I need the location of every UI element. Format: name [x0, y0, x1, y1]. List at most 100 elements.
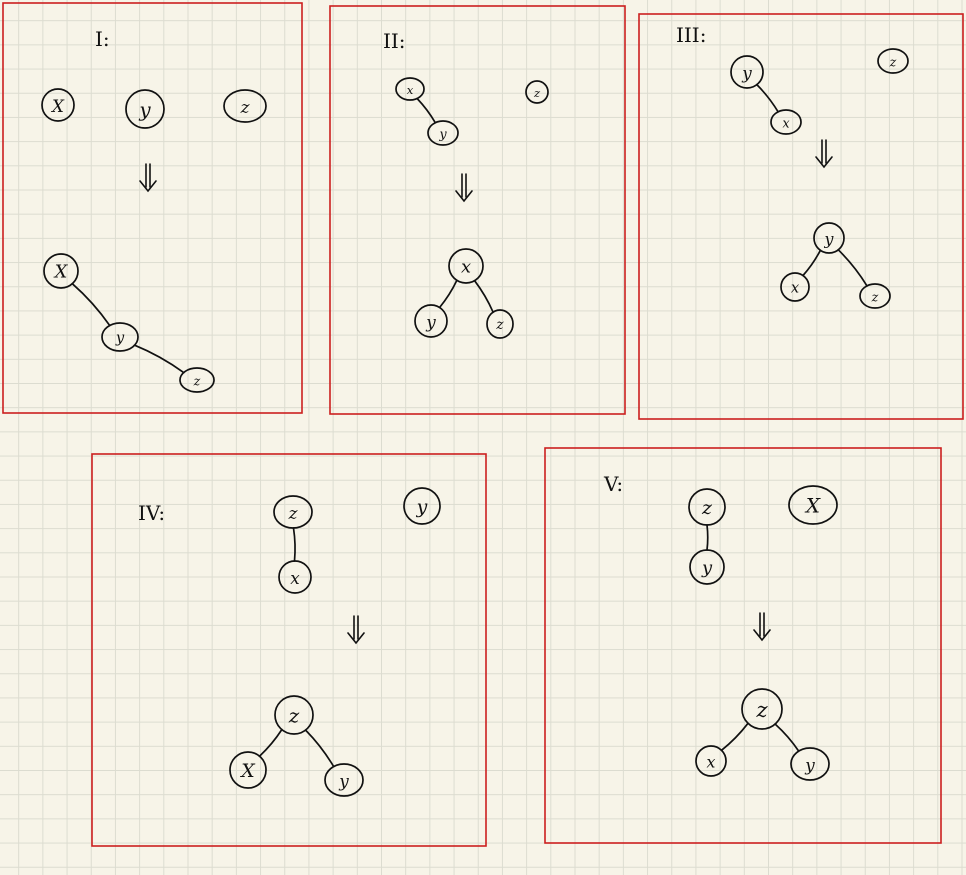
panel-title: III: — [676, 23, 706, 47]
node-z: z — [859, 283, 891, 309]
node-z: z — [688, 488, 726, 526]
node-z: z — [273, 495, 313, 529]
node-z-label: z — [755, 698, 768, 722]
node-y-label: y — [741, 63, 752, 83]
node-y-circle — [414, 304, 448, 338]
node-x: x — [278, 560, 312, 594]
node-x-circle — [43, 253, 79, 289]
node-x-label: x — [461, 257, 471, 278]
node-y: y — [813, 222, 845, 254]
node-z-circle — [741, 688, 783, 730]
node-x: X — [41, 88, 75, 122]
node-z-label: z — [701, 497, 713, 519]
node-x-circle — [395, 77, 425, 101]
node-x-circle — [278, 560, 312, 594]
down-arrow-icon — [815, 139, 833, 169]
node-y-label: y — [824, 230, 835, 249]
node-y-circle — [101, 322, 139, 352]
down-arrow-icon — [753, 612, 771, 642]
after-tree: y x z — [780, 222, 891, 309]
node-z-label: z — [533, 86, 541, 100]
after-tree: x y z — [414, 248, 514, 339]
edge-x-y — [438, 279, 458, 309]
edge-y-x — [802, 249, 822, 277]
node-z: z — [877, 48, 909, 74]
node-z-label: z — [871, 290, 879, 305]
node-y: y — [730, 55, 764, 89]
node-y-label: y — [438, 127, 447, 142]
panel-title: V: — [603, 472, 623, 496]
edge-x-y — [71, 282, 111, 327]
node-z-circle — [223, 89, 267, 123]
node-x-label: x — [707, 753, 716, 772]
node-x: x — [448, 248, 484, 284]
node-z-label: z — [240, 97, 250, 117]
node-z: z — [274, 695, 314, 735]
edge-x-z — [473, 279, 494, 314]
node-z-circle — [688, 488, 726, 526]
node-x-label: x — [407, 83, 414, 97]
node-z-circle — [486, 309, 514, 339]
node-y-label: y — [338, 771, 349, 791]
node-x: X — [788, 485, 838, 525]
node-x-label: x — [791, 280, 800, 297]
node-x: x — [695, 745, 727, 777]
down-arrow-head — [753, 629, 771, 642]
panel-frame — [2, 2, 303, 414]
node-y: y — [689, 549, 725, 585]
edge-x-y — [416, 97, 437, 124]
node-y-circle — [689, 549, 725, 585]
node-x: x — [770, 109, 802, 135]
node-y-circle — [427, 120, 459, 146]
node-x-circle — [695, 745, 727, 777]
node-x-circle — [448, 248, 484, 284]
edge-y-x — [755, 83, 779, 113]
edge-z-y — [706, 524, 709, 551]
node-z: z — [179, 367, 215, 393]
before-tree: x y z — [395, 77, 549, 146]
node-x-label: X — [50, 96, 65, 116]
node-y-label: y — [425, 312, 436, 332]
down-arrow-icon — [139, 163, 157, 193]
node-z: z — [486, 309, 514, 339]
node-x-circle — [780, 272, 810, 302]
before-tree: zxy — [273, 487, 441, 594]
node-x-circle — [788, 485, 838, 525]
before-tree: y x z — [730, 48, 909, 135]
edge-y-z — [837, 248, 868, 287]
node-y: y — [427, 120, 459, 146]
down-arrow-icon — [347, 615, 365, 645]
panel-title: IV: — [138, 501, 165, 525]
node-y-label: y — [701, 558, 713, 579]
node-x-label: x — [782, 116, 789, 131]
edge-z-y — [774, 723, 800, 752]
panel-frame — [329, 5, 626, 415]
node-x-circle — [770, 109, 802, 135]
panel-frame — [544, 447, 942, 844]
node-x: x — [780, 272, 810, 302]
edge-y-z — [133, 344, 185, 374]
edge-z-x — [720, 722, 749, 752]
node-z-circle — [274, 695, 314, 735]
node-z-circle — [179, 367, 215, 393]
node-z: z — [741, 688, 783, 730]
node-z-label: z — [288, 705, 300, 728]
node-x-label: X — [53, 262, 69, 283]
node-z-label: z — [288, 503, 298, 523]
node-z-label: z — [193, 374, 201, 389]
node-x-circle — [41, 88, 75, 122]
node-z-circle — [859, 283, 891, 309]
before-tree: z y X — [688, 485, 838, 585]
node-x-label: X — [804, 495, 821, 518]
node-y: y — [101, 322, 139, 352]
node-y-circle — [125, 89, 165, 129]
edge-z-x — [258, 728, 283, 758]
